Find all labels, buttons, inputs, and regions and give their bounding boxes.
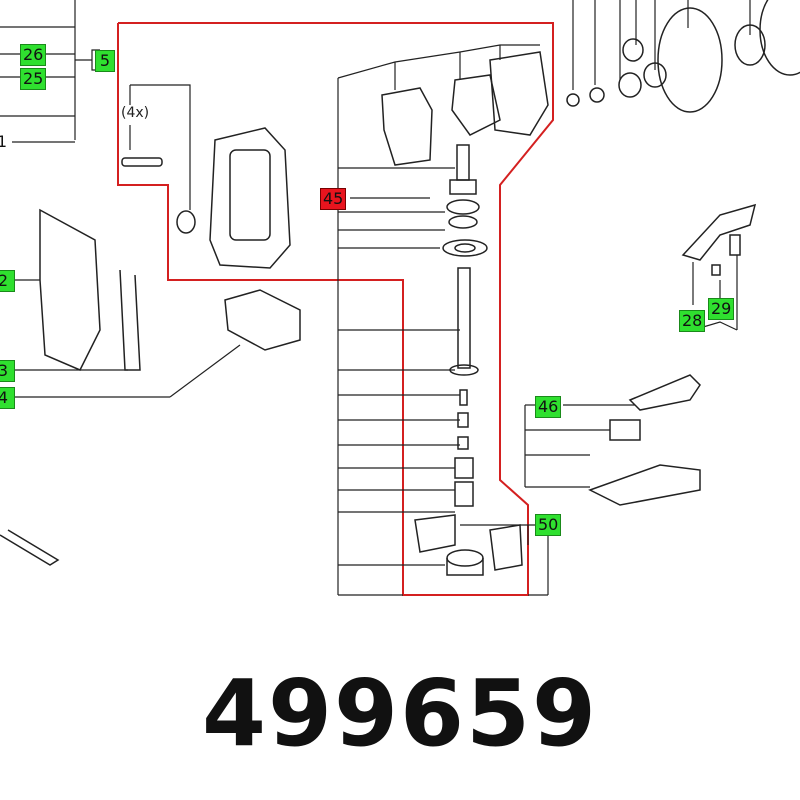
part-label-46[interactable]: 46 <box>535 396 562 418</box>
quantity-note: (4x) <box>121 105 150 121</box>
right-leader-lines <box>524 0 751 488</box>
part-label-28[interactable]: 28 <box>679 310 706 332</box>
part-label-29[interactable]: 29 <box>708 298 735 320</box>
pin-part <box>121 157 163 167</box>
part-label-26[interactable]: 26 <box>20 44 47 66</box>
latch-part <box>681 203 757 261</box>
center-leader-lines <box>129 44 549 596</box>
group-outline <box>117 22 554 596</box>
gear-part <box>657 7 723 113</box>
part-label-5[interactable]: 5 <box>95 50 115 72</box>
plate-part <box>381 87 433 166</box>
parts <box>0 0 800 576</box>
clip-part <box>451 74 501 136</box>
part-label-2[interactable]: 2 <box>0 270 15 292</box>
part-label-3[interactable]: 3 <box>0 360 15 382</box>
hex-key-part <box>0 529 60 566</box>
cover-part <box>39 208 101 371</box>
part-label-1[interactable]: 1 <box>0 132 8 151</box>
lever-part <box>628 374 701 411</box>
gasket-part <box>489 51 549 136</box>
plug-part <box>176 210 196 234</box>
part-label-25[interactable]: 25 <box>20 68 47 90</box>
gear-housing-part <box>209 127 291 269</box>
slide-part <box>588 464 701 506</box>
bracket-part <box>224 289 301 351</box>
spindle-part <box>457 267 471 369</box>
part-label-50[interactable]: 50 <box>535 514 562 536</box>
part-label-4[interactable]: 4 <box>0 387 15 409</box>
spring-wire-part <box>119 269 141 371</box>
part-number: 499659 <box>201 660 599 767</box>
part-label-45[interactable]: 45 <box>320 188 347 210</box>
shaft-top-part <box>456 144 470 181</box>
sleeve-part <box>414 514 456 553</box>
left-leader-lines <box>0 0 241 398</box>
